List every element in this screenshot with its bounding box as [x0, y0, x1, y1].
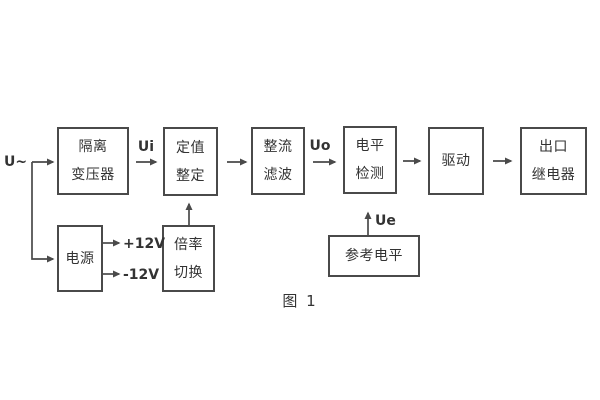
label-ue: Ue [375, 213, 396, 229]
block-label: 出口 [539, 139, 568, 155]
block-label: 定值 [176, 139, 205, 156]
label-uo: Uo [309, 138, 331, 154]
figure-caption: 图 1 [282, 292, 318, 310]
block-label: 驱动 [441, 153, 471, 169]
label-rail-neg: -12V [123, 267, 160, 283]
label-ui: Ui [137, 139, 155, 155]
block-power: 电源 [57, 225, 103, 292]
line-branch-to-power [31, 162, 55, 263]
block-reference-level: 参考电平 [328, 235, 420, 277]
block-drive: 驱动 [428, 127, 484, 195]
block-label: 参考电平 [345, 248, 403, 264]
block-level-detect: 电平 检测 [343, 126, 397, 194]
block-label: 倍率 [174, 236, 203, 253]
block-label: 隔离 [78, 139, 108, 155]
block-label: 变压器 [71, 167, 115, 183]
block-ratio-switch: 倍率 切换 [162, 225, 215, 292]
label-u-input: U~ [4, 154, 28, 170]
block-label: 整定 [176, 167, 205, 184]
block-isolation-transformer: 隔离 变压器 [57, 127, 129, 195]
block-label: 电源 [65, 250, 95, 267]
label-rail-pos: +12V [123, 236, 166, 252]
block-label: 滤波 [263, 167, 293, 183]
block-label: 整流 [263, 139, 293, 155]
block-value-setting: 定值 整定 [163, 127, 218, 196]
block-label: 继电器 [531, 167, 576, 183]
block-label: 检测 [355, 166, 385, 182]
block-label: 电平 [355, 138, 385, 154]
block-label: 切换 [174, 264, 203, 281]
block-output-relay: 出口 继电器 [520, 127, 587, 195]
block-rectify-filter: 整流 滤波 [251, 127, 305, 195]
